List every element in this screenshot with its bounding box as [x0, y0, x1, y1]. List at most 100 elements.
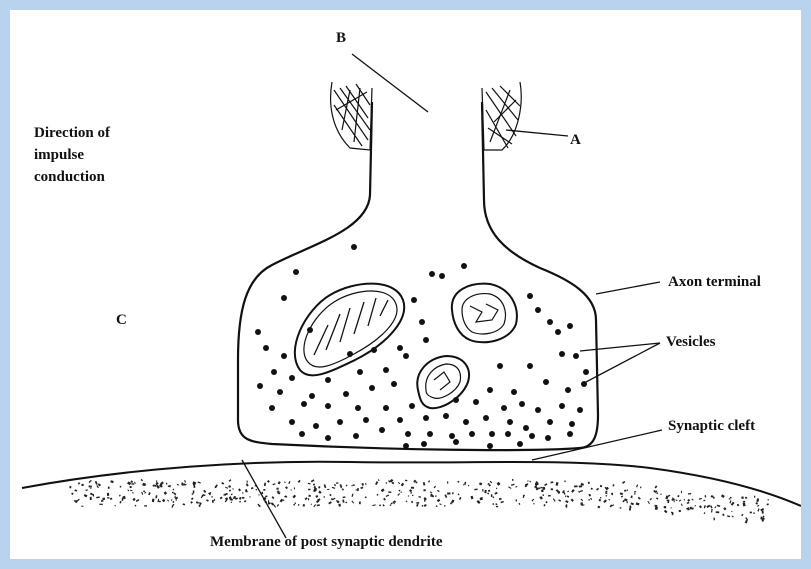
speckle	[687, 499, 690, 502]
speckle	[464, 482, 466, 485]
speckle	[436, 505, 438, 507]
myelin-sheath-right	[482, 82, 521, 150]
vesicle-dot	[569, 421, 575, 427]
speckle	[263, 489, 265, 491]
speckle	[422, 505, 424, 507]
vesicle-dot	[289, 419, 295, 425]
vesicle-dot	[497, 363, 503, 369]
speckle	[544, 504, 546, 506]
speckle	[131, 483, 134, 484]
vesicle-dot	[325, 403, 331, 409]
vesicle-dot	[487, 443, 493, 449]
speckle	[629, 507, 631, 510]
vesicle-dot	[337, 419, 343, 425]
speckle	[621, 496, 623, 498]
label-b: B	[336, 28, 346, 49]
speckle	[110, 498, 113, 500]
speckle	[122, 497, 124, 501]
speckle	[508, 486, 511, 489]
speckle	[345, 502, 347, 504]
speckle	[729, 498, 731, 499]
speckle	[284, 482, 286, 483]
speckle	[382, 504, 384, 506]
speckle	[716, 511, 720, 513]
vesicle-dot	[355, 405, 361, 411]
speckle	[351, 501, 354, 504]
speckle	[173, 489, 175, 491]
speckle	[544, 488, 545, 489]
vesicle-dot	[371, 347, 377, 353]
speckle	[656, 497, 658, 499]
speckle	[143, 491, 145, 493]
speckle	[231, 502, 233, 503]
speckle	[731, 511, 732, 512]
speckle	[490, 481, 493, 484]
vesicle-dot	[545, 435, 551, 441]
speckle	[155, 482, 158, 485]
speckle	[379, 505, 381, 507]
vesicle-dot	[277, 389, 283, 395]
speckle	[251, 487, 254, 489]
speckle	[362, 483, 364, 486]
vesicle-dot	[547, 319, 553, 325]
vesicle-dot	[403, 443, 409, 449]
speckle	[303, 504, 305, 506]
speckle	[308, 498, 309, 500]
speckle	[423, 489, 425, 491]
speckle	[664, 506, 667, 508]
vesicle-dot	[577, 407, 583, 413]
speckle	[81, 484, 84, 487]
label-direction-of-impulse: Direction of impulse conduction	[34, 122, 110, 188]
speckle	[714, 506, 716, 508]
speckle	[351, 485, 352, 487]
speckle	[588, 494, 591, 497]
speckle	[313, 483, 315, 485]
speckle	[598, 499, 601, 502]
speckle	[551, 488, 553, 490]
vesicle-dot	[535, 307, 541, 313]
speckle	[173, 501, 175, 503]
speckle	[185, 484, 186, 485]
speckle	[500, 501, 503, 503]
speckle	[753, 512, 755, 514]
speckle	[127, 482, 131, 486]
speckle	[258, 494, 259, 495]
vesicle-dot	[543, 379, 549, 385]
speckle	[336, 482, 338, 483]
vesicle-dot	[461, 263, 467, 269]
speckle	[741, 497, 743, 499]
speckle	[239, 501, 241, 503]
vesicle-dot	[309, 393, 315, 399]
speckle	[762, 510, 764, 513]
speckle	[711, 509, 713, 513]
speckle	[745, 520, 748, 524]
speckle	[717, 505, 721, 507]
speckle	[381, 488, 385, 492]
speckle	[191, 498, 194, 501]
label-a: A	[570, 130, 581, 151]
speckle	[411, 501, 413, 503]
speckle	[487, 493, 489, 494]
speckle	[280, 499, 284, 503]
speckle	[631, 496, 633, 499]
speckle	[166, 483, 168, 485]
speckle	[234, 496, 236, 498]
speckle	[737, 504, 739, 506]
speckle	[636, 502, 640, 505]
vesicle-dot	[519, 401, 525, 407]
speckle	[491, 494, 493, 497]
speckle	[173, 492, 176, 495]
speckle	[424, 497, 427, 500]
speckle	[608, 499, 610, 501]
speckle	[338, 504, 341, 507]
speckle	[89, 485, 91, 487]
vesicle-dot	[443, 413, 449, 419]
speckle	[423, 482, 426, 486]
speckle	[332, 487, 336, 489]
pointer-membrane	[242, 460, 286, 538]
vesicle-dot	[567, 323, 573, 329]
speckle	[705, 495, 707, 497]
speckle	[533, 503, 535, 505]
speckle	[98, 483, 101, 486]
speckle	[164, 491, 167, 494]
